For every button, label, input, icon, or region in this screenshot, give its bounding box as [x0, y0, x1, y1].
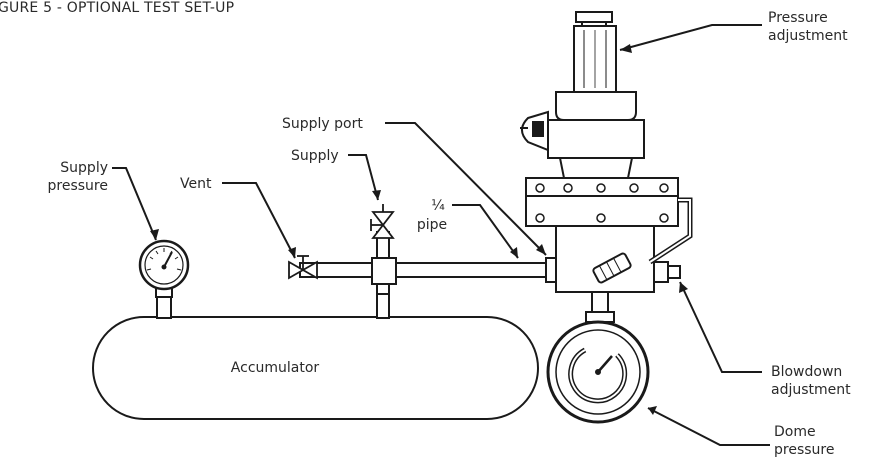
label-supply-pressure-line1: Supply: [60, 160, 108, 176]
label-vent: Vent: [180, 176, 212, 192]
supply-pressure-gauge: [138, 239, 190, 298]
accumulator-label: Accumulator: [231, 360, 320, 376]
supply-valve: [370, 204, 395, 239]
label-supply-port: Supply port: [282, 116, 363, 132]
label-dome-pressure-line1: Dome: [774, 424, 816, 440]
figure-title: GURE 5 - OPTIONAL TEST SET-UP: [0, 0, 234, 16]
label-dome-pressure-line2: pressure: [774, 442, 834, 458]
label-pressure-adjustment-line2: adjustment: [768, 28, 848, 44]
label-blowdown-adjustment-line1: Blowdown: [771, 364, 842, 380]
label-pressure-adjustment-line1: Pressure: [768, 10, 828, 26]
label-pipe-size: ¼: [431, 198, 445, 214]
leader-arrowheads: [150, 44, 688, 415]
label-blowdown-adjustment-line2: adjustment: [771, 382, 851, 398]
regulator-valve: [520, 11, 693, 323]
label-pipe: pipe: [417, 217, 447, 233]
accumulator: [92, 289, 539, 420]
leader-lines: [112, 24, 770, 446]
piping: [299, 231, 561, 295]
vent-valve: [288, 255, 318, 280]
label-supply-pressure-line2: pressure: [48, 178, 108, 194]
label-supply: Supply: [291, 148, 339, 164]
dome-pressure-gauge: [546, 320, 650, 424]
